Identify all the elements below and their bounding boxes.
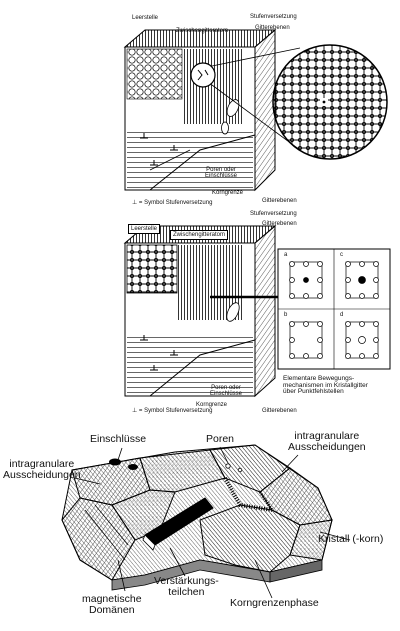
label-korngrenze: Korngrenze (212, 190, 244, 196)
label-verstaerkungsteilchen: Verstärkungs- teilchen (154, 575, 219, 598)
label-einschluesse: Einschlüsse (90, 433, 147, 445)
label-poren-einschluesse: Poren oder Einschlüsse (205, 167, 238, 179)
label-zwischengitteratom: Zwischengitteratom (176, 28, 229, 34)
label-poren-einschluesse-2: Poren oder Einschlüsse (210, 385, 243, 397)
label-zwischengitteratom-boxed: Zwischengitteratom (170, 230, 229, 240)
legend-stufenversetzung-2: ⊥ = Symbol Stufenversetzung (132, 408, 213, 414)
label-poren: Poren (206, 433, 235, 445)
label-leerstelle: Leerstelle (132, 15, 159, 21)
diagram2-block (123, 224, 391, 398)
label-intragranulare-left: intragranulare Ausscheidungen (3, 458, 81, 481)
label-cell-b: b (284, 312, 288, 318)
cell-c-lattice (345, 261, 379, 299)
label-korngrenze-2: Korngrenze (196, 402, 228, 408)
label-kristall-korn: Kristall (-korn) (318, 533, 384, 545)
caption-bewegungsmechanismen: Elementare Bewegungs- mechanismen im Kri… (283, 375, 368, 395)
label-gitterebenen-top: Gitterebenen (255, 25, 290, 31)
label-gitterebenen-top-2: Gitterebenen (262, 221, 297, 227)
label-korngrenzenphase: Korngrenzenphase (230, 597, 319, 609)
label-gitterebenen-bottom: Gitterebenen (262, 198, 297, 204)
label-intragranulare-right: intragranulare Ausscheidungen (288, 430, 366, 453)
cell-a-lattice (289, 261, 323, 299)
cell-d-lattice (345, 321, 379, 359)
label-cell-a: a (284, 252, 288, 258)
label-leerstelle-boxed: Leerstelle (128, 224, 161, 234)
label-gitterebenen-bottom-2: Gitterebenen (262, 408, 297, 414)
label-magnetische-domaenen: magnetische Domänen (82, 593, 142, 616)
label-cell-d: d (340, 312, 344, 318)
label-cell-c: c (340, 252, 343, 258)
diagram3-microstructure (61, 444, 351, 599)
label-stufenversetzung-2: Stufenversetzung (250, 211, 297, 217)
label-stufenversetzung: Stufenversetzung (250, 14, 297, 20)
diagram1-block (123, 28, 388, 192)
cell-b-lattice (289, 321, 323, 359)
legend-stufenversetzung: ⊥ = Symbol Stufenversetzung (132, 200, 213, 206)
